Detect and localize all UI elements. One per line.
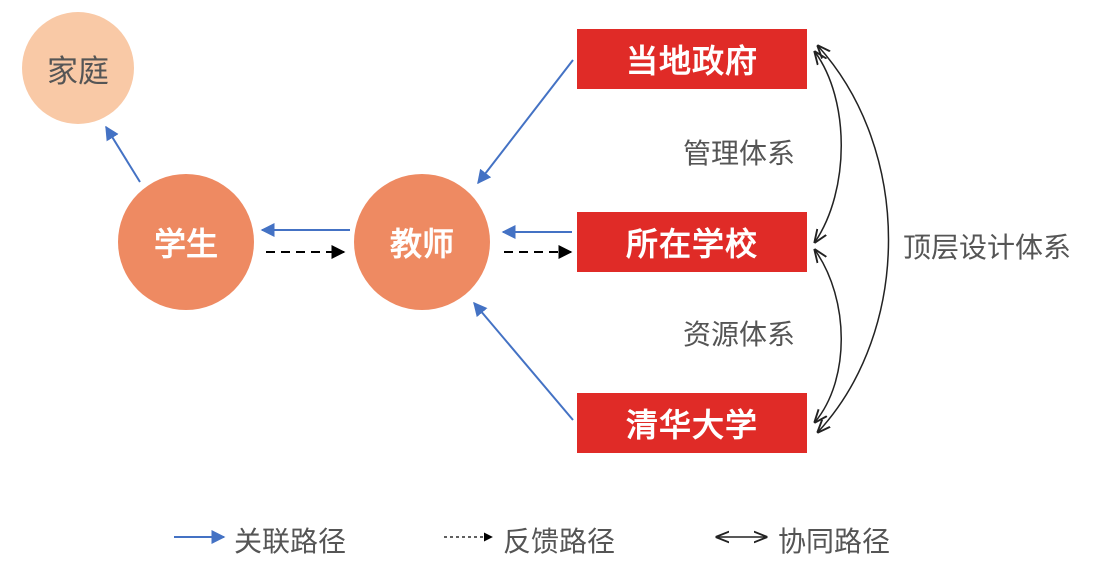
arrow-gov-to-teacher	[477, 59, 574, 185]
collab-gov-tsinghua	[818, 46, 890, 432]
arrow-student-to-home	[105, 125, 141, 183]
label-top-design-system: 顶层设计体系	[903, 231, 1072, 264]
collab-gov-school	[815, 52, 842, 242]
legend-related-label: 关联路径	[234, 525, 347, 558]
node-teacher: 教师	[354, 174, 490, 310]
node-home: 家庭	[22, 12, 134, 124]
label-management-system: 管理体系	[683, 137, 796, 170]
legend-collab-label: 协同路径	[778, 525, 891, 558]
node-tsinghua: 清华大学	[577, 393, 807, 453]
label-resource-system: 资源体系	[683, 318, 796, 351]
legend-feedback-label: 反馈路径	[503, 525, 616, 558]
node-school: 所在学校	[577, 212, 807, 272]
node-student: 学生	[118, 174, 254, 310]
node-local-government: 当地政府	[577, 29, 807, 89]
arrow-tsinghua-to-teacher	[473, 301, 574, 421]
collab-school-tsinghua	[815, 250, 842, 422]
